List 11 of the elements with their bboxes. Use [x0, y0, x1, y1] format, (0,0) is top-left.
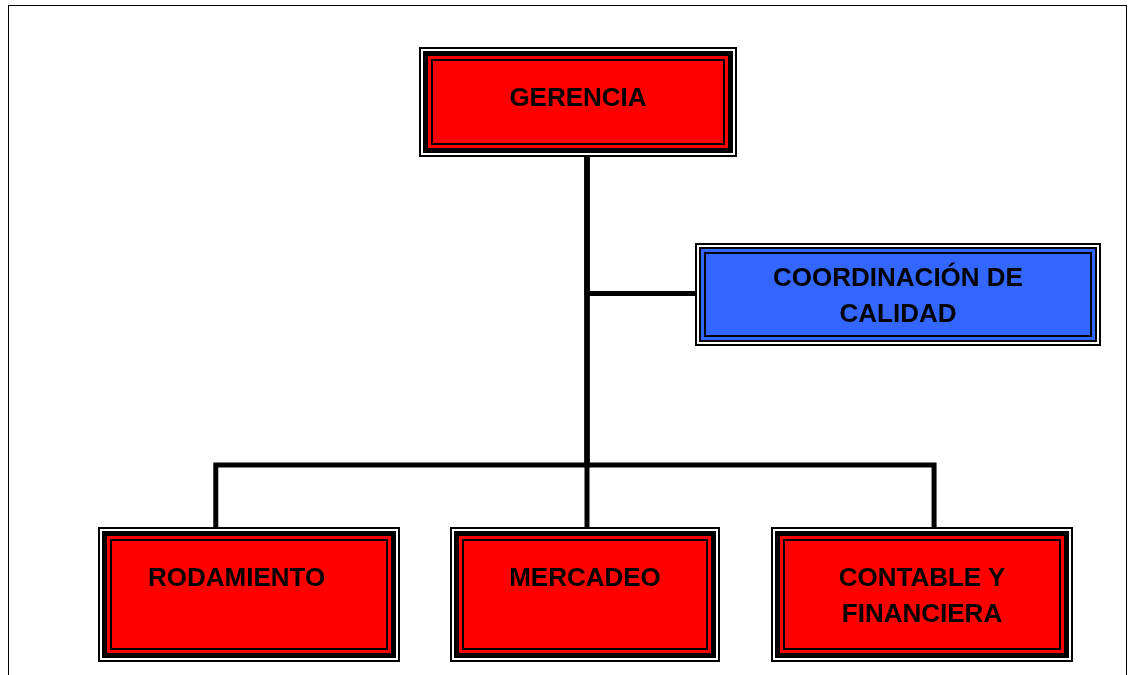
- box-label: RODAMIENTO: [147, 561, 327, 594]
- department-box: [771, 527, 1073, 662]
- department-box: [695, 243, 1101, 346]
- connector-line: [584, 157, 937, 527]
- department-box: [98, 527, 400, 662]
- box-label: COORDINACIÓN DE CALIDAD: [772, 260, 1024, 330]
- department-box: [419, 47, 737, 157]
- department-box: [450, 527, 720, 662]
- box-label: GERENCIA: [508, 81, 648, 114]
- box-label: MERCADEO: [508, 561, 662, 594]
- box-label: CONTABLE Y FINANCIERA: [837, 561, 1007, 630]
